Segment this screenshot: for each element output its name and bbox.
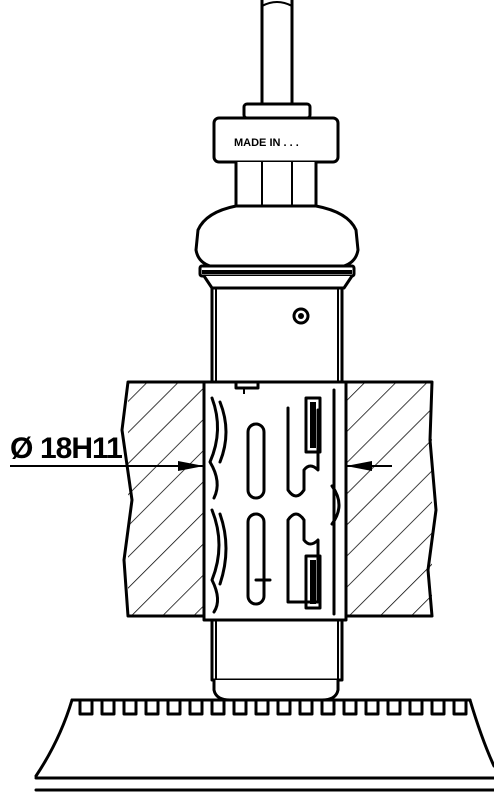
gear-tooth (144, 698, 160, 716)
wall-section-right (340, 382, 432, 616)
gear-tooth (210, 698, 226, 716)
gear-tooth (166, 698, 182, 716)
gear-tooth (364, 698, 380, 716)
gear-tooth (78, 698, 94, 716)
mounting-wall (120, 380, 438, 618)
gear-tooth (276, 698, 292, 716)
gear-tooth (408, 698, 424, 716)
target-gear (34, 698, 494, 792)
gear-tooth (188, 698, 204, 716)
sensor-tip (212, 678, 340, 702)
gear-teeth (78, 698, 468, 716)
sensor-head (194, 204, 360, 290)
gear-tooth (430, 698, 446, 716)
gear-tooth (386, 698, 402, 716)
gear-tooth (342, 698, 358, 716)
gear-tooth (320, 698, 336, 716)
gear-tooth (452, 698, 468, 716)
clamping-sleeve (202, 380, 348, 622)
cable-gland: MADE IN . . . (212, 102, 340, 164)
cable (260, 0, 294, 106)
gear-tooth (298, 698, 314, 716)
sensor-neck (234, 160, 318, 208)
gear-tooth (100, 698, 116, 716)
gear-tooth (232, 698, 248, 716)
dimension-arrow-right (346, 461, 372, 471)
wall-section-left (128, 382, 206, 616)
dimension-arrow-left (178, 461, 204, 471)
marking-label: MADE IN . . . (234, 137, 299, 149)
diameter-symbol: Ø (10, 432, 33, 465)
gear-tooth (254, 698, 270, 716)
diameter-dimension: Ø 18H11 (10, 432, 392, 471)
gear-tooth (122, 698, 138, 716)
diameter-value: 18H11 (40, 432, 122, 465)
